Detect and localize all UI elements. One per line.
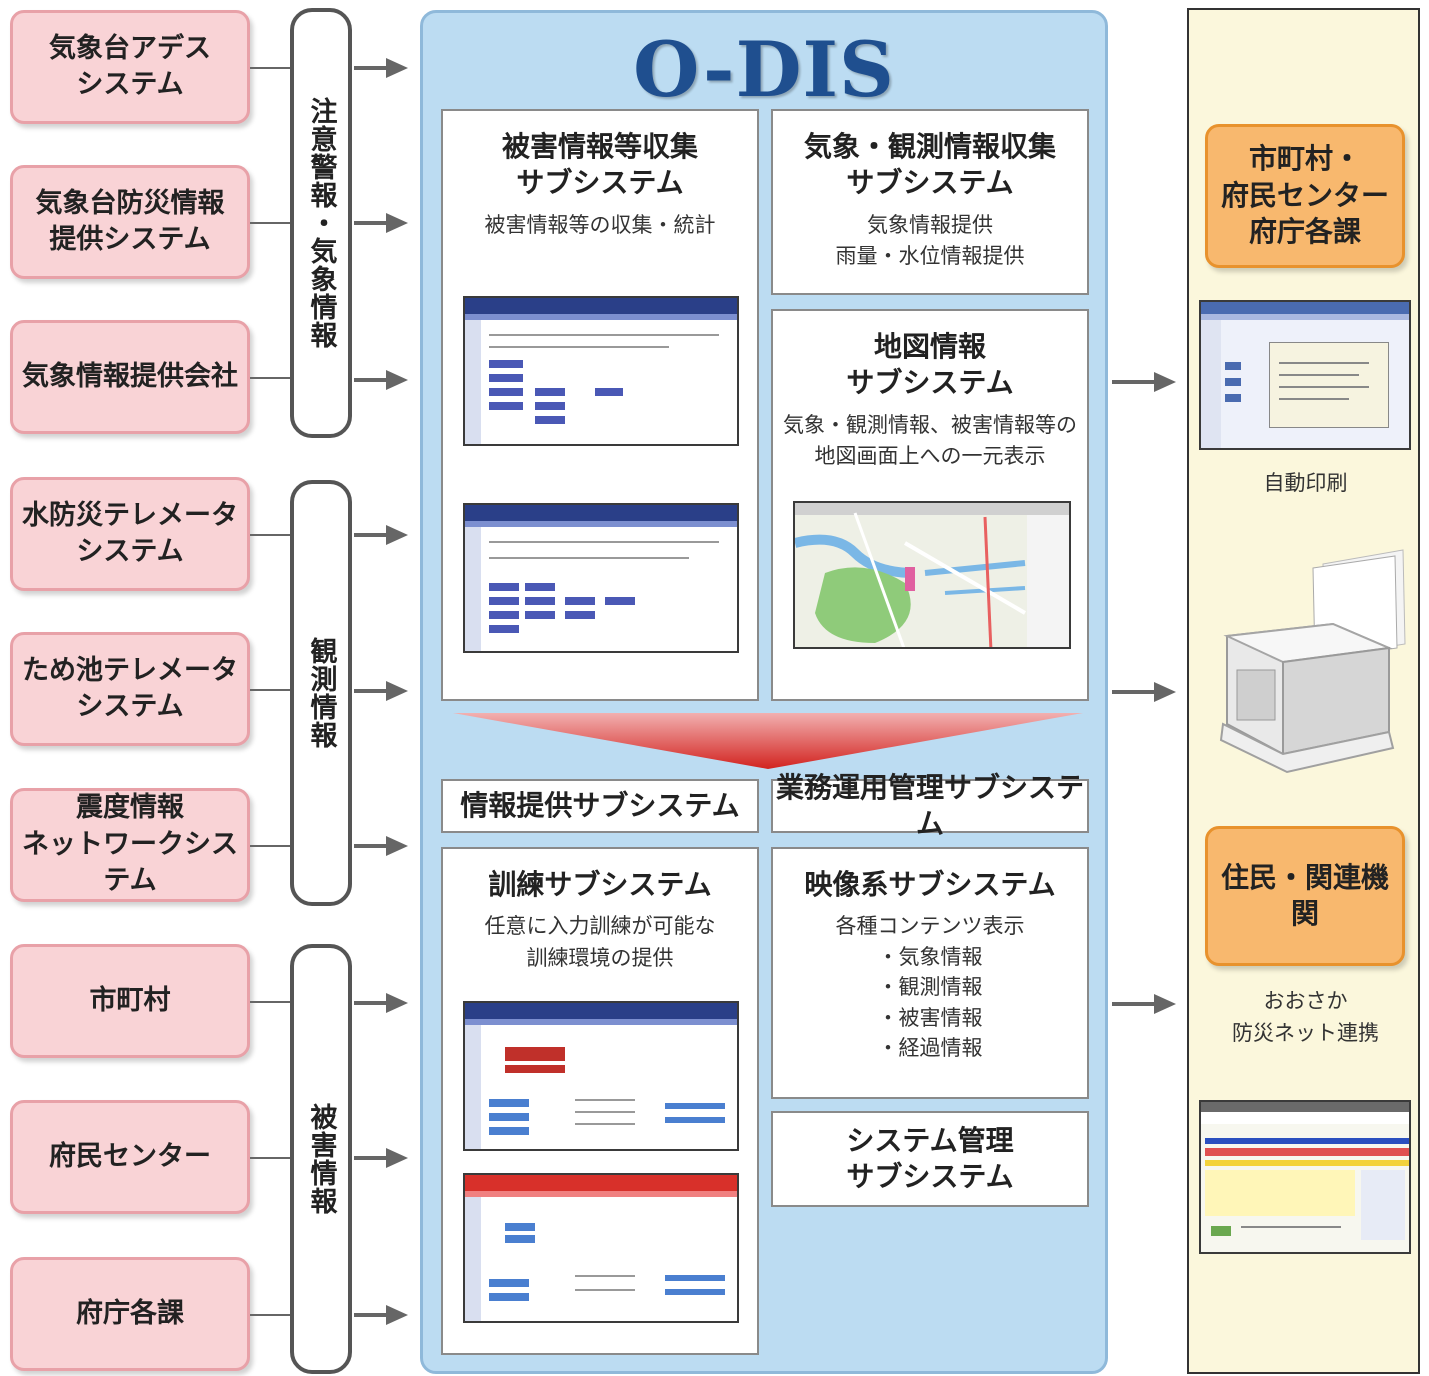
source-citizen-center: 府民センター [10,1100,250,1214]
subsystem-title: 情報提供サブシステム [460,788,740,822]
subsystem-desc: 被害情報等の収集・統計 [484,212,716,237]
subsystem-title: システム管理 サブシステム [846,1123,1014,1193]
odis-panel: O-DIS 被害情報等収集 サブシステム 被害情報等の収集・統計 [420,10,1108,1374]
arrow-right-icon [354,213,408,233]
connector-line [250,534,290,536]
connector-line [250,377,290,379]
subsystem-desc: 気象情報提供 雨量・水位情報提供 [835,212,1025,269]
source-flood-telemeter: 水防災テレメータ システム [10,477,250,591]
subsystem-system-admin: システム管理 サブシステム [771,1111,1089,1207]
output-panel: 市町村・ 府民センター 府庁各課 自動印刷 住民・関連機関 おおさか 防災ネット… [1187,8,1420,1374]
subsystem-title: 地図情報 サブシステム [846,330,1014,400]
subsystem-title: 訓練サブシステム [488,868,712,901]
map-screenshot-thumbnail [793,501,1071,649]
subsystem-desc: 任意に入力訓練が可能な 訓練環境の提供 [484,914,716,970]
arrow-right-icon [354,1305,408,1325]
arrow-right-icon [1112,372,1176,392]
connector-line [250,1314,290,1316]
subsystem-info-provision: 情報提供サブシステム [441,779,759,833]
screenshot-thumbnail [463,503,739,653]
screenshot-thumbnail [1199,1100,1411,1254]
screenshot-thumbnail [463,296,739,446]
target-municipal-offices: 市町村・ 府民センター 府庁各課 [1205,124,1405,268]
arrow-right-icon [1112,994,1176,1014]
connector-line [250,845,290,847]
arrow-right-icon [354,681,408,701]
source-disaster-info-system: 気象台防災情報 提供システム [10,165,250,279]
source-weather-company: 気象情報提供会社 [10,320,250,434]
arrow-right-icon [354,993,408,1013]
subsystem-training: 訓練サブシステム 任意に入力訓練が可能な 訓練環境の提供 [441,847,759,1355]
arrow-right-icon [354,1148,408,1168]
subsystem-title: 被害情報等収集 サブシステム [501,130,698,200]
arrow-right-icon [354,525,408,545]
subsystem-ops-management: 業務運用管理サブシステム [771,771,1089,840]
subsystem-video: 映像系サブシステム 各種コンテンツ表示 ・気象情報 ・観測情報 ・被害情報 ・経… [771,847,1089,1099]
connector-line [250,1001,290,1003]
connector-line [250,689,290,691]
screenshot-thumbnail [463,1001,739,1151]
arrow-right-icon [354,836,408,856]
connector-line [250,222,290,224]
subsystem-weather-observation: 気象・観測情報収集 サブシステム 気象情報提供 雨量・水位情報提供 [771,109,1089,295]
subsystem-desc: 各種コンテンツ表示 ・気象情報 ・観測情報 ・被害情報 ・経過情報 [835,914,1025,1061]
subsystem-damage-collection: 被害情報等収集 サブシステム 被害情報等の収集・統計 [441,109,759,701]
source-municipalities: 市町村 [10,944,250,1058]
connector-line [250,67,290,69]
source-prefecture-depts: 府庁各課 [10,1257,250,1371]
arrow-right-icon [354,370,408,390]
connector-line [250,1157,290,1159]
subsystem-title: 気象・観測情報収集 サブシステム [803,130,1056,200]
subsystem-map: 地図情報 サブシステム 気象・観測情報、被害情報等の 地図画面上への一元表示 [771,309,1089,701]
funnel-arrow-icon [453,713,1083,769]
subsystem-title: 映像系サブシステム [804,868,1056,901]
osaka-bousai-net-label: おおさか 防災ネット連携 [1232,989,1379,1045]
auto-print-label: 自動印刷 [1263,471,1348,495]
subsystem-desc: 気象・観測情報、被害情報等の 地図画面上への一元表示 [783,412,1077,469]
source-ades-system: 気象台アデス システム [10,10,250,124]
odis-title: O-DIS [633,25,895,114]
category-warnings-weather: 注意警報・気象情報 [290,8,352,438]
printer-icon [1219,549,1406,774]
category-damage-info: 被害情報 [290,944,352,1374]
arrow-right-icon [354,58,408,78]
screenshot-thumbnail [1199,300,1411,450]
target-residents-agencies: 住民・関連機関 [1205,826,1405,966]
source-pond-telemeter: ため池テレメータ システム [10,632,250,746]
category-observation-info: 観測情報 [290,480,352,906]
map-icon [795,503,1069,647]
source-seismic-network: 震度情報 ネットワークシステム [10,788,250,902]
subsystem-title: 業務運用管理サブシステム [775,770,1084,840]
arrow-right-icon [1112,682,1176,702]
screenshot-thumbnail [463,1173,739,1323]
